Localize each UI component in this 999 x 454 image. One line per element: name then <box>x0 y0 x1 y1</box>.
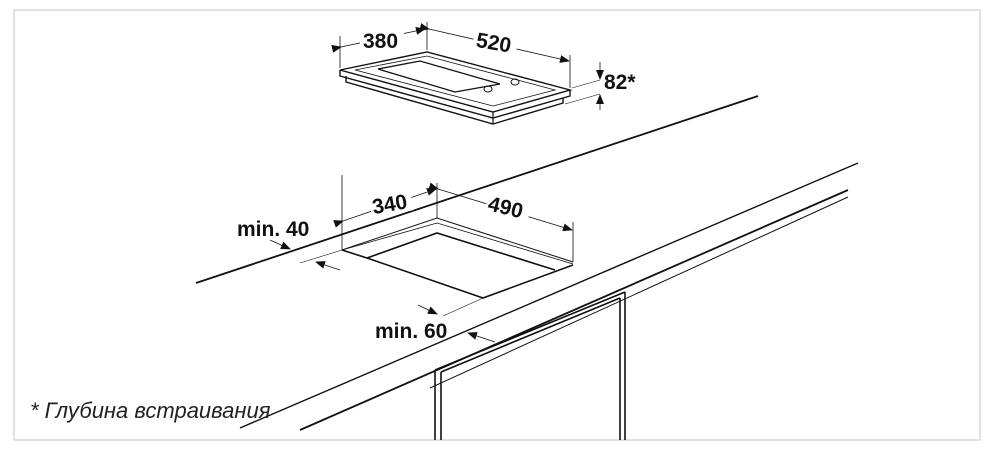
countertop <box>195 95 859 431</box>
knob-icon <box>483 85 493 93</box>
hob <box>331 22 604 125</box>
frame <box>13 9 981 441</box>
footnote: * Глубина встраивания <box>30 398 271 423</box>
hob-depth-label: 82* <box>604 71 636 94</box>
hob-width-label: 380 <box>363 30 398 53</box>
cabinet <box>434 291 626 440</box>
knob-icon <box>510 78 520 86</box>
min-back-clearance-label: min. 40 <box>237 218 309 241</box>
cutout-length-label: 490 <box>486 192 526 223</box>
min-front-clearance-label: min. 60 <box>375 320 447 343</box>
cutout <box>269 175 574 343</box>
